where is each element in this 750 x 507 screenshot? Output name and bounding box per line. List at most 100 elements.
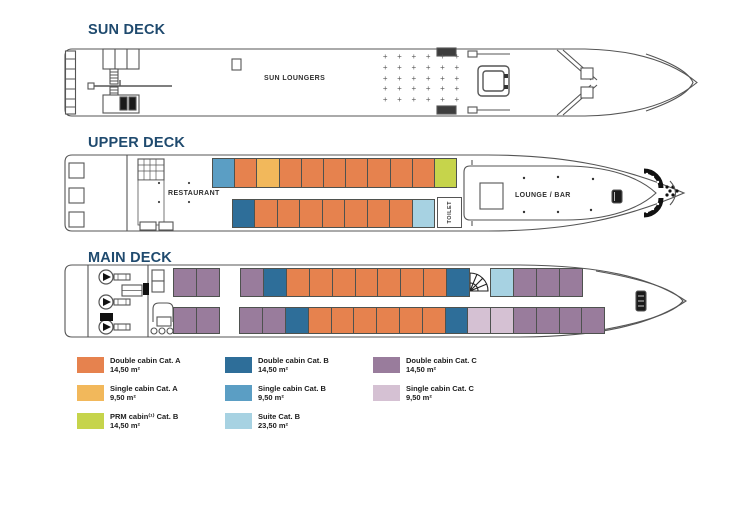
bow-stairs <box>643 168 664 218</box>
corridor-gap <box>469 268 491 297</box>
sun-lounger: + <box>454 73 460 83</box>
cabin-double-c <box>195 268 220 297</box>
legend-label: Double cabin Cat. C <box>406 356 477 365</box>
cabin-double-a <box>367 158 391 188</box>
legend-size: 14,50 m² <box>258 365 289 374</box>
sun-lounger: + <box>411 84 417 94</box>
wing-box-bottom <box>580 86 594 99</box>
wing-box-top <box>580 67 594 80</box>
lounge-bar-label: LOUNGE / BAR <box>515 192 571 199</box>
cabin-single-c <box>467 307 492 334</box>
legend-swatch <box>373 357 400 373</box>
cabin-double-a <box>366 199 391 228</box>
legend-swatch <box>373 385 400 401</box>
cabin-double-a <box>376 307 400 334</box>
legend-size: 9,50 m² <box>110 393 136 402</box>
sun-lounger: + <box>454 52 460 61</box>
cabin-double-c <box>558 268 583 297</box>
equipment-block-top <box>436 47 457 57</box>
sun-lounger: + <box>440 73 445 83</box>
cabin-double-c <box>535 307 560 334</box>
engine-room-walls <box>87 265 149 337</box>
legend-size: 14,50 m² <box>110 365 141 374</box>
legend-size: 14,50 m² <box>406 365 437 374</box>
legend-label: Double cabin Cat. A <box>110 356 181 365</box>
cabin-single-a <box>256 158 280 188</box>
sun-lounger: + <box>440 95 445 105</box>
legend-swatch <box>225 357 252 373</box>
legend-size: 14,50 m² <box>110 421 141 430</box>
cabin-double-a <box>299 199 323 228</box>
cabin-double-b <box>446 268 471 297</box>
sun-lounger: + <box>454 62 460 72</box>
legend-size: 23,50 m² <box>258 421 289 430</box>
piano <box>611 189 623 204</box>
sun-lounger: + <box>440 52 445 61</box>
cabin-double-b <box>262 268 287 297</box>
cabin-double-a <box>254 199 278 228</box>
cabin-double-c <box>195 307 220 334</box>
cabin-double-a <box>423 268 448 297</box>
crane-top <box>467 50 510 58</box>
sun-deck-title: SUN DECK <box>88 22 166 38</box>
sun-lounger: + <box>397 62 402 72</box>
cabin-double-a <box>345 158 369 188</box>
sun-lounger: + <box>454 95 460 105</box>
upper-deck-cabin-row-bottom <box>232 199 435 228</box>
cabin-double-a <box>322 158 347 188</box>
cabin-double-c <box>262 307 286 334</box>
sun-lounger: + <box>454 84 460 94</box>
engine-1 <box>98 269 131 285</box>
restaurant-label: RESTAURANT <box>168 190 220 197</box>
sun-lounger: + <box>425 73 431 83</box>
main-deck-title: MAIN DECK <box>88 250 172 266</box>
stern-windows <box>68 162 85 228</box>
cabin-double-a <box>354 268 379 297</box>
legend-label: PRM cabin⁽¹⁾ Cat. B <box>110 412 179 421</box>
cabin-double-a <box>321 199 346 228</box>
cabin-double-b <box>444 307 469 334</box>
gangway-stairs <box>635 290 647 312</box>
legend-swatch <box>77 357 104 373</box>
corridor-gap <box>219 268 241 297</box>
cabin-double-a <box>278 158 302 188</box>
legend-swatch <box>225 413 252 429</box>
engine-2 <box>98 294 131 310</box>
equipment-block-bottom <box>436 105 457 115</box>
sun-lounger: + <box>397 95 402 105</box>
cabin-double-a <box>389 199 413 228</box>
cabin-single-c <box>490 307 514 334</box>
sun-lounger: + <box>397 52 402 61</box>
equipment <box>100 269 174 335</box>
lounge-outline <box>463 165 657 221</box>
cabin-double-b <box>232 199 256 228</box>
cabin-double-a <box>398 307 423 334</box>
bow-inner-line <box>645 53 694 112</box>
sun-lounger: + <box>397 73 402 83</box>
bow-inner-line <box>595 270 684 332</box>
cabin-double-c <box>239 268 264 297</box>
sun-lounger: + <box>425 52 431 61</box>
cabin-double-c <box>173 307 197 334</box>
cabin-double-a <box>411 158 435 188</box>
sun-deck-plan <box>64 47 698 117</box>
cabin-double-a <box>331 268 356 297</box>
cabin-double-a <box>234 158 258 188</box>
sun-lounger: + <box>411 73 417 83</box>
cabin-suite-b <box>411 199 435 228</box>
cabin-double-a <box>308 268 333 297</box>
restaurant-tables <box>157 181 191 204</box>
cabin-double-a <box>421 307 446 334</box>
cabin-prm-b <box>433 158 458 188</box>
cabin-double-a <box>285 268 310 297</box>
bridge-wings <box>556 49 598 116</box>
sun-lounger: + <box>411 52 417 61</box>
cabin-double-a <box>353 307 378 334</box>
